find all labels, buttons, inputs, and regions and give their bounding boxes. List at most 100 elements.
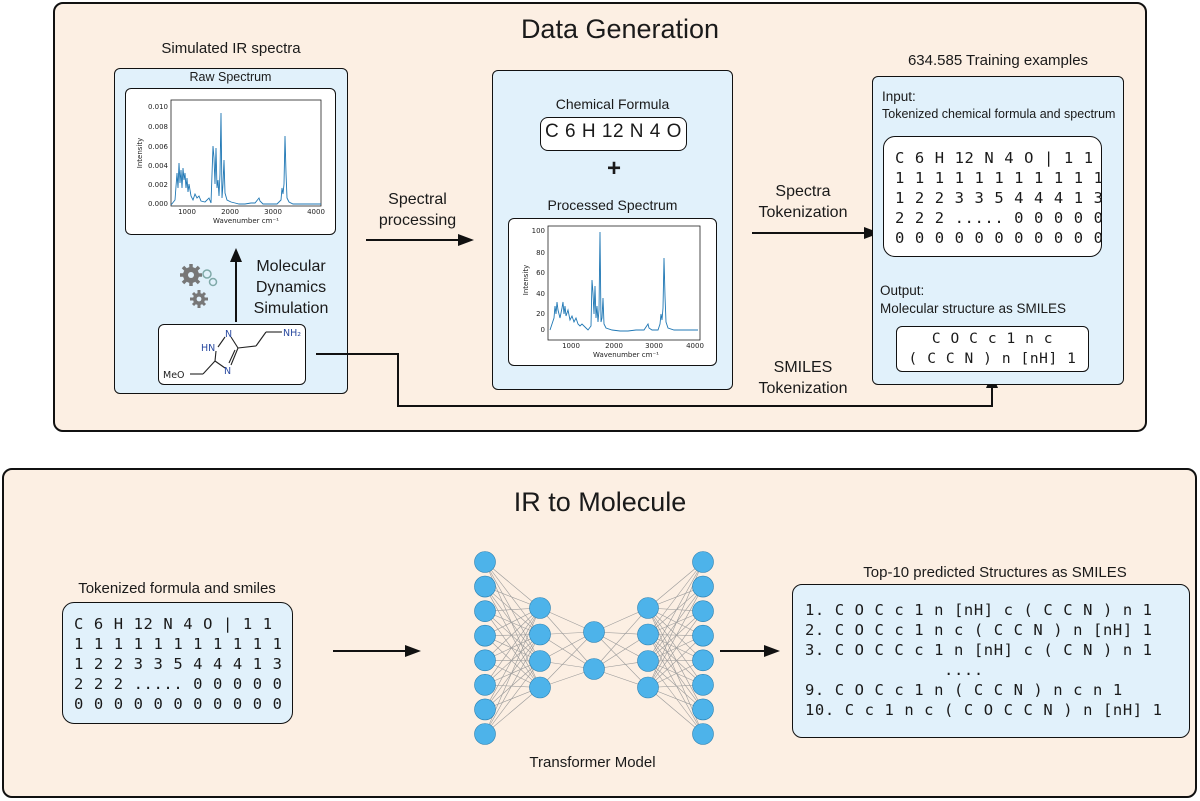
- network-edge: [484, 660, 541, 735]
- md-arrow: [230, 248, 242, 322]
- spectra-tokenization-line: Spectra: [775, 183, 831, 200]
- md-label-line: Dynamics: [255, 279, 327, 296]
- processed-spectrum-line: [549, 231, 698, 332]
- chemical-formula-box: [540, 117, 687, 151]
- network-edge: [484, 634, 541, 710]
- network-node: [474, 600, 496, 622]
- raw-xtick: 2000: [221, 208, 239, 216]
- network-edge: [647, 687, 704, 735]
- output-tokens-box: [896, 326, 1089, 372]
- network-node: [583, 658, 605, 680]
- network-edge: [647, 610, 704, 662]
- raw-ytick: 0.000: [148, 200, 168, 208]
- network-edge: [484, 634, 541, 735]
- network-node: [474, 624, 496, 647]
- molecule-meo: MeO: [163, 370, 185, 381]
- network-node: [692, 575, 714, 598]
- network-edge: [647, 634, 704, 710]
- network-edge: [593, 607, 649, 670]
- network-edge: [647, 660, 704, 735]
- network-edge: [484, 635, 541, 688]
- processed-xtick: 4000: [686, 342, 704, 350]
- predictions-box: [792, 584, 1190, 738]
- raw-spectrum-box: [125, 88, 336, 235]
- molecule-n: N: [225, 329, 232, 340]
- simulated-ir-label: Simulated IR spectra: [161, 40, 301, 57]
- transformer-network: [474, 551, 714, 745]
- ir-to-molecule-title: IR to Molecule: [513, 487, 687, 517]
- processed-ytick: 40: [536, 290, 545, 298]
- predictions-list: 1. C O C c 1 n [nH] c ( C C N ) n 1 2. C…: [805, 600, 1163, 720]
- network-edge: [647, 634, 704, 735]
- prediction-item: 1. C O C c 1 n [nH] c ( C C N ) n 1: [805, 601, 1153, 619]
- input-tokens-box: [883, 136, 1102, 257]
- gears-icon: [180, 264, 218, 308]
- smiles-tokenization-line: SMILES: [773, 359, 833, 376]
- raw-xtick: 3000: [264, 208, 282, 216]
- input-token-line: 1 1 1 1 1 1 1 1 1 1 1: [895, 169, 1104, 187]
- molecule-box: [158, 324, 306, 385]
- processed-xtick: 2000: [605, 342, 623, 350]
- processed-axes-frame: [547, 225, 701, 341]
- plus-sign: +: [606, 155, 621, 182]
- raw-ytick: 0.002: [148, 181, 168, 189]
- tokenized-label: Tokenized formula and smiles: [78, 580, 276, 597]
- raw-ytick: 0.008: [148, 123, 168, 131]
- network-edge: [539, 631, 595, 688]
- prediction-item: 2. C O C c 1 n c ( C C N ) n [nH] 1: [805, 621, 1153, 639]
- network-edge: [647, 660, 704, 710]
- network-edge: [484, 634, 541, 686]
- network-node: [474, 723, 496, 745]
- network-edge: [647, 586, 704, 662]
- network-node: [529, 623, 551, 646]
- input-token-line: 0 0 0 0 0 0 0 0 0 0 0: [895, 229, 1104, 247]
- network-edge: [647, 586, 704, 635]
- network-edge: [647, 607, 704, 686]
- tokenized-token-line: 2 2 2 ..... 0 0 0 0 0: [74, 675, 283, 693]
- network-edge: [647, 607, 704, 661]
- prediction-item: ....: [805, 661, 984, 679]
- network-node: [692, 624, 714, 647]
- network-edge: [647, 635, 704, 688]
- tokenized-tokens: C 6 H 12 N 4 O | 1 1 1 1 1 1 1 1 1 1 1 1…: [74, 614, 283, 714]
- prediction-item: 9. C O C c 1 n ( C C N ) n c n 1: [805, 681, 1123, 699]
- input-tokens: C 6 H 12 N 4 O | 1 1 1 1 1 1 1 1 1 1 1 1…: [895, 148, 1104, 248]
- transformer-model-label: Transformer Model: [529, 754, 656, 771]
- raw-ylabel: Intensity: [136, 138, 144, 168]
- processed-spectrum-plot: 100 80 60 40 20 0 1000 2000 3000 4000 Wa…: [522, 225, 704, 359]
- network-node: [692, 698, 714, 721]
- network-edge: [647, 607, 704, 710]
- network-node: [692, 551, 714, 573]
- processed-spectrum-label: Processed Spectrum: [547, 197, 678, 213]
- md-label-line: Molecular: [256, 258, 326, 275]
- input-desc: Tokenized chemical formula and spectrum: [882, 107, 1116, 121]
- molecule-nh2: NH₂: [283, 328, 301, 339]
- spectral-processing-line: Spectral: [388, 191, 447, 208]
- network-node: [692, 600, 714, 622]
- network-edge: [647, 561, 704, 635]
- input-token-line: 1 2 2 3 3 5 4 4 4 1 3: [895, 189, 1104, 207]
- raw-axes-frame: [170, 99, 322, 207]
- input-token-line: C 6 H 12 N 4 O | 1 1: [895, 149, 1094, 167]
- network-node: [474, 551, 496, 573]
- raw-yticks: 0.010 0.008 0.006 0.004 0.002 0.000 1000…: [136, 103, 325, 225]
- network-edge: [484, 607, 541, 686]
- molecule-structure: HN N N NH₂ MeO: [163, 328, 301, 381]
- network-edge: [539, 607, 595, 670]
- raw-ytick: 0.004: [148, 162, 169, 170]
- processed-spectrum-box: [508, 218, 717, 366]
- input-to-model-arrow: [333, 645, 421, 657]
- model-to-output-arrow: [720, 645, 780, 657]
- raw-xtick: 4000: [307, 208, 325, 216]
- raw-spectrum-title: Raw Spectrum: [189, 70, 272, 84]
- network-edge: [484, 586, 541, 688]
- chemical-formula-label: Chemical Formula: [555, 96, 670, 112]
- md-label-line: Simulation: [253, 300, 329, 317]
- network-edge: [484, 586, 541, 635]
- network-edge: [484, 561, 541, 662]
- network-edge: [647, 610, 704, 688]
- smiles-tokenization-line: Tokenization: [758, 380, 848, 397]
- tokenized-box: [62, 602, 293, 724]
- raw-ytick: 0.010: [148, 103, 168, 111]
- top10-label: Top-10 predicted Structures as SMILES: [863, 564, 1127, 581]
